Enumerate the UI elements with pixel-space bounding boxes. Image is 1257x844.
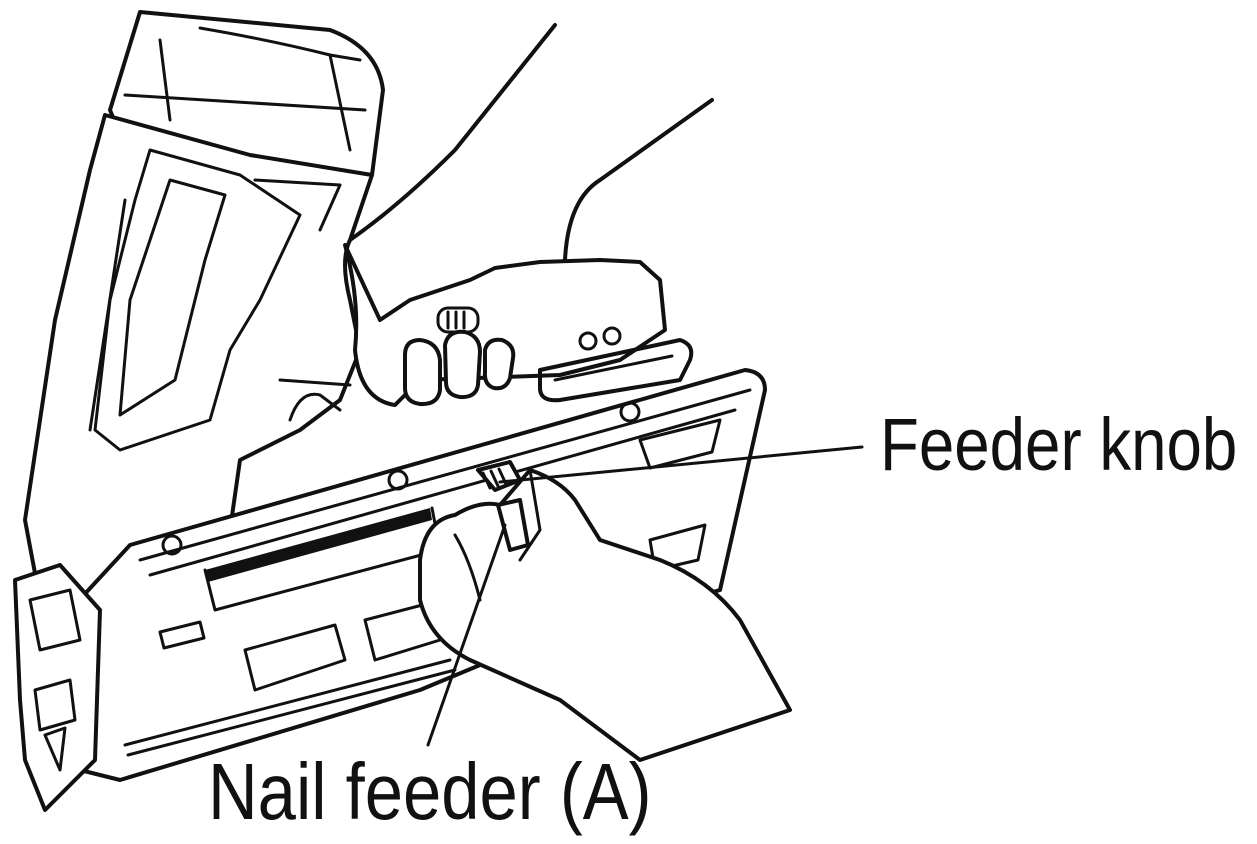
feeder-knob-label: Feeder knob (880, 403, 1238, 486)
nailer-body (23, 10, 385, 622)
arm-sleeve (348, 23, 714, 262)
nail-feeder-label: Nail feeder (A) (208, 747, 652, 836)
nail-feeder-leader (426, 523, 507, 747)
leader-lines (426, 445, 864, 747)
feeder-knob-leader (498, 445, 864, 484)
nose (13, 563, 102, 812)
handle-area (343, 243, 694, 407)
